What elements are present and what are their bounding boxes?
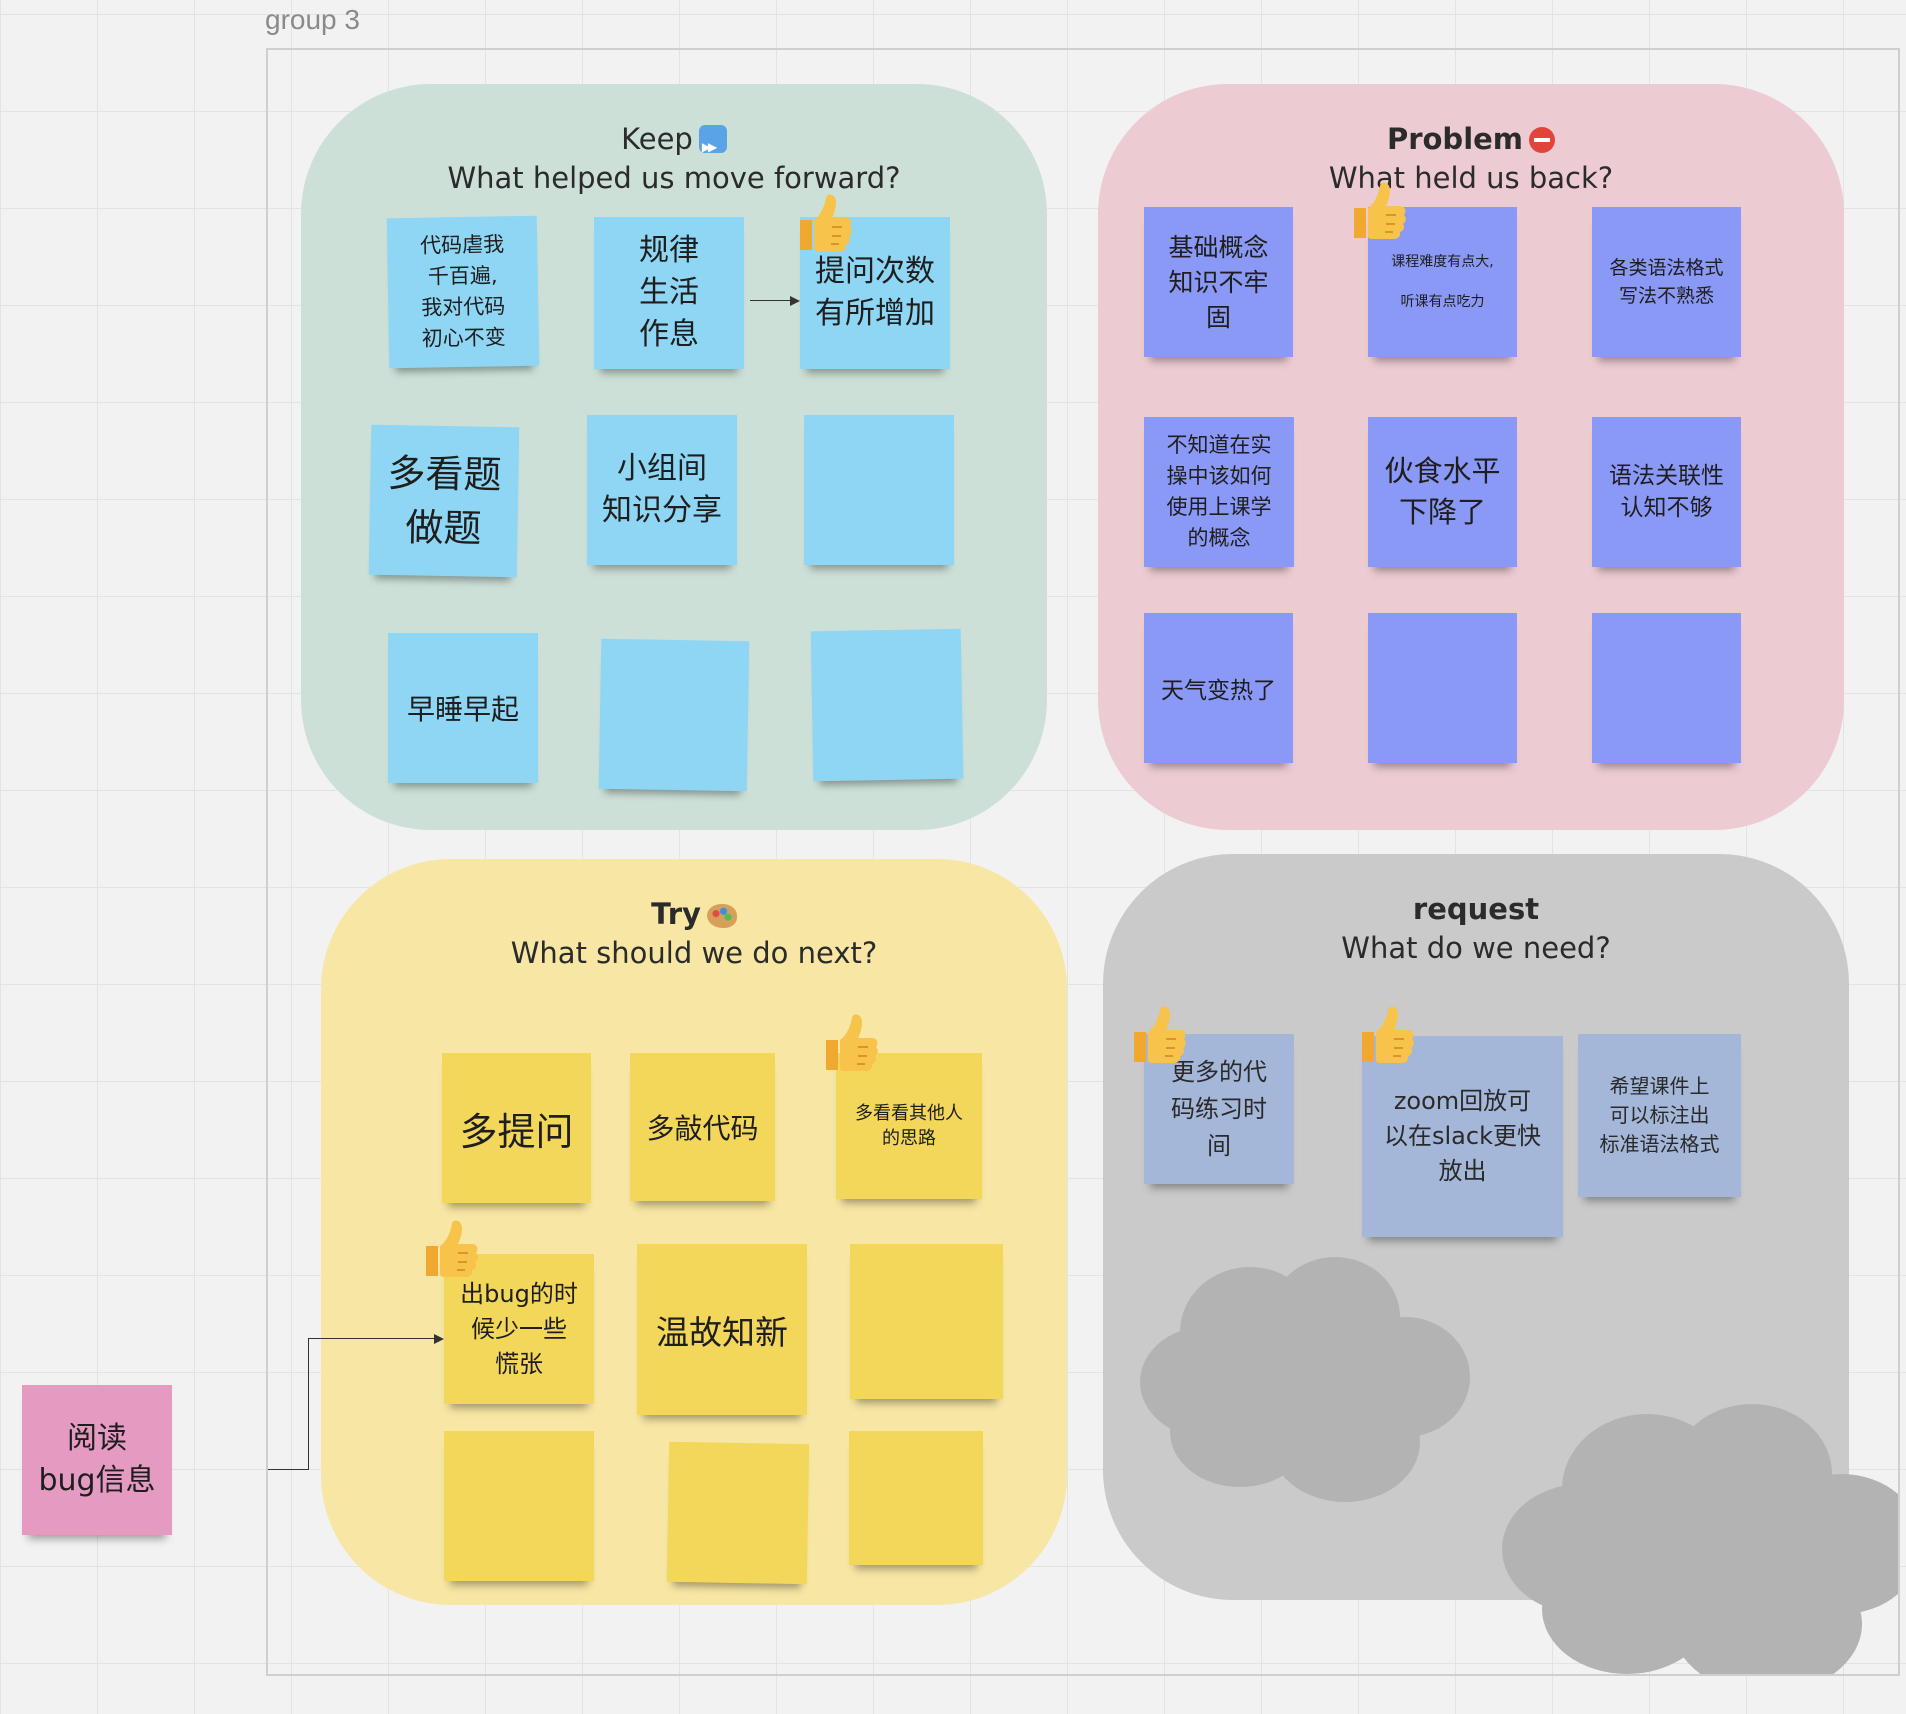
sticky-note[interactable] [444, 1431, 594, 1581]
connector-line[interactable] [308, 1338, 436, 1339]
connector-line[interactable] [750, 300, 792, 301]
sticky-note[interactable]: 小组间 知识分享 [587, 415, 737, 565]
sticky-note[interactable]: 语法关联性 认知不够 [1592, 417, 1741, 567]
request-title: request [1412, 892, 1540, 926]
problem-subtitle: What held us back? [1328, 161, 1614, 195]
problem-title: Problem [1386, 122, 1524, 156]
sticky-note-outside[interactable]: 阅读 bug信息 [22, 1385, 172, 1535]
connector-line[interactable] [268, 1469, 309, 1470]
keep-header: Keep What helped us move forward? [301, 120, 1047, 198]
cloud-shape[interactable] [1502, 1404, 1898, 1674]
keep-subtitle: What helped us move forward? [447, 161, 901, 195]
sticky-note[interactable] [598, 638, 750, 792]
frame-label[interactable]: group 3 [265, 4, 360, 35]
thumbs-up-icon[interactable] [794, 192, 852, 254]
sticky-note[interactable] [1368, 613, 1517, 763]
sticky-note[interactable]: zoom回放可 以在slack更快 放出 [1362, 1036, 1563, 1237]
sticky-note[interactable]: 希望课件上 可以标注出 标准语法格式 [1578, 1034, 1741, 1197]
retro-frame[interactable]: Keep What helped us move forward? Proble… [266, 48, 1900, 1676]
sticky-note[interactable]: 多提问 [442, 1053, 591, 1203]
sticky-note[interactable] [850, 1244, 1003, 1399]
sticky-note[interactable]: 早睡早起 [388, 633, 538, 783]
arrowhead-icon [790, 296, 800, 306]
sticky-note[interactable]: 温故知新 [637, 1244, 807, 1415]
request-subtitle: What do we need? [1341, 931, 1611, 965]
thumbs-up-icon[interactable] [1128, 1004, 1186, 1066]
sticky-note[interactable]: 基础概念 知识不牢 固 [1144, 207, 1293, 357]
thumbs-up-icon[interactable] [820, 1012, 878, 1074]
sticky-note[interactable]: 出bug的时 候少一些 慌张 [444, 1254, 594, 1404]
sticky-note[interactable]: 规律 生活 作息 [594, 217, 744, 369]
thumbs-up-icon[interactable] [1348, 180, 1406, 242]
sticky-note[interactable] [1592, 613, 1741, 763]
sticky-note[interactable]: 不知道在实 操中该如何 使用上课学 的概念 [1144, 417, 1294, 567]
sticky-note[interactable] [810, 628, 964, 782]
palette-icon [706, 904, 737, 928]
arrowhead-icon [434, 1334, 444, 1344]
sticky-note[interactable]: 多看题 做题 [368, 424, 520, 578]
problem-header: Problem What held us back? [1098, 120, 1844, 198]
sticky-note[interactable]: 各类语法格式 写法不熟悉 [1592, 207, 1741, 357]
sticky-note[interactable] [804, 415, 954, 565]
sticky-note[interactable]: 更多的代 码练习时 间 [1144, 1034, 1294, 1184]
sticky-note[interactable] [666, 1441, 810, 1585]
connector-line[interactable] [308, 1338, 309, 1470]
thumbs-up-icon[interactable] [420, 1218, 478, 1280]
try-header: Try What should we do next? [321, 895, 1067, 973]
no-entry-icon [1529, 127, 1556, 153]
sticky-note[interactable]: 天气变热了 [1144, 613, 1293, 763]
sticky-note[interactable]: 多敲代码 [630, 1053, 775, 1201]
try-title: Try [651, 897, 701, 931]
cloud-shape[interactable] [1140, 1257, 1470, 1502]
thumbs-up-icon[interactable] [1356, 1004, 1414, 1066]
try-subtitle: What should we do next? [510, 936, 878, 970]
keep-title: Keep [621, 122, 693, 156]
fast-forward-icon [698, 125, 727, 166]
sticky-note[interactable]: 多看看其他人 的思路 [836, 1053, 982, 1199]
request-header: request What do we need? [1103, 890, 1849, 968]
sticky-note[interactable] [849, 1431, 983, 1565]
sticky-note[interactable]: 伙食水平 下降了 [1368, 417, 1517, 567]
sticky-note[interactable]: 代码虐我 千百遍, 我对代码 初心不变 [386, 215, 540, 369]
sticky-note[interactable]: 提问次数 有所增加 [800, 217, 950, 369]
